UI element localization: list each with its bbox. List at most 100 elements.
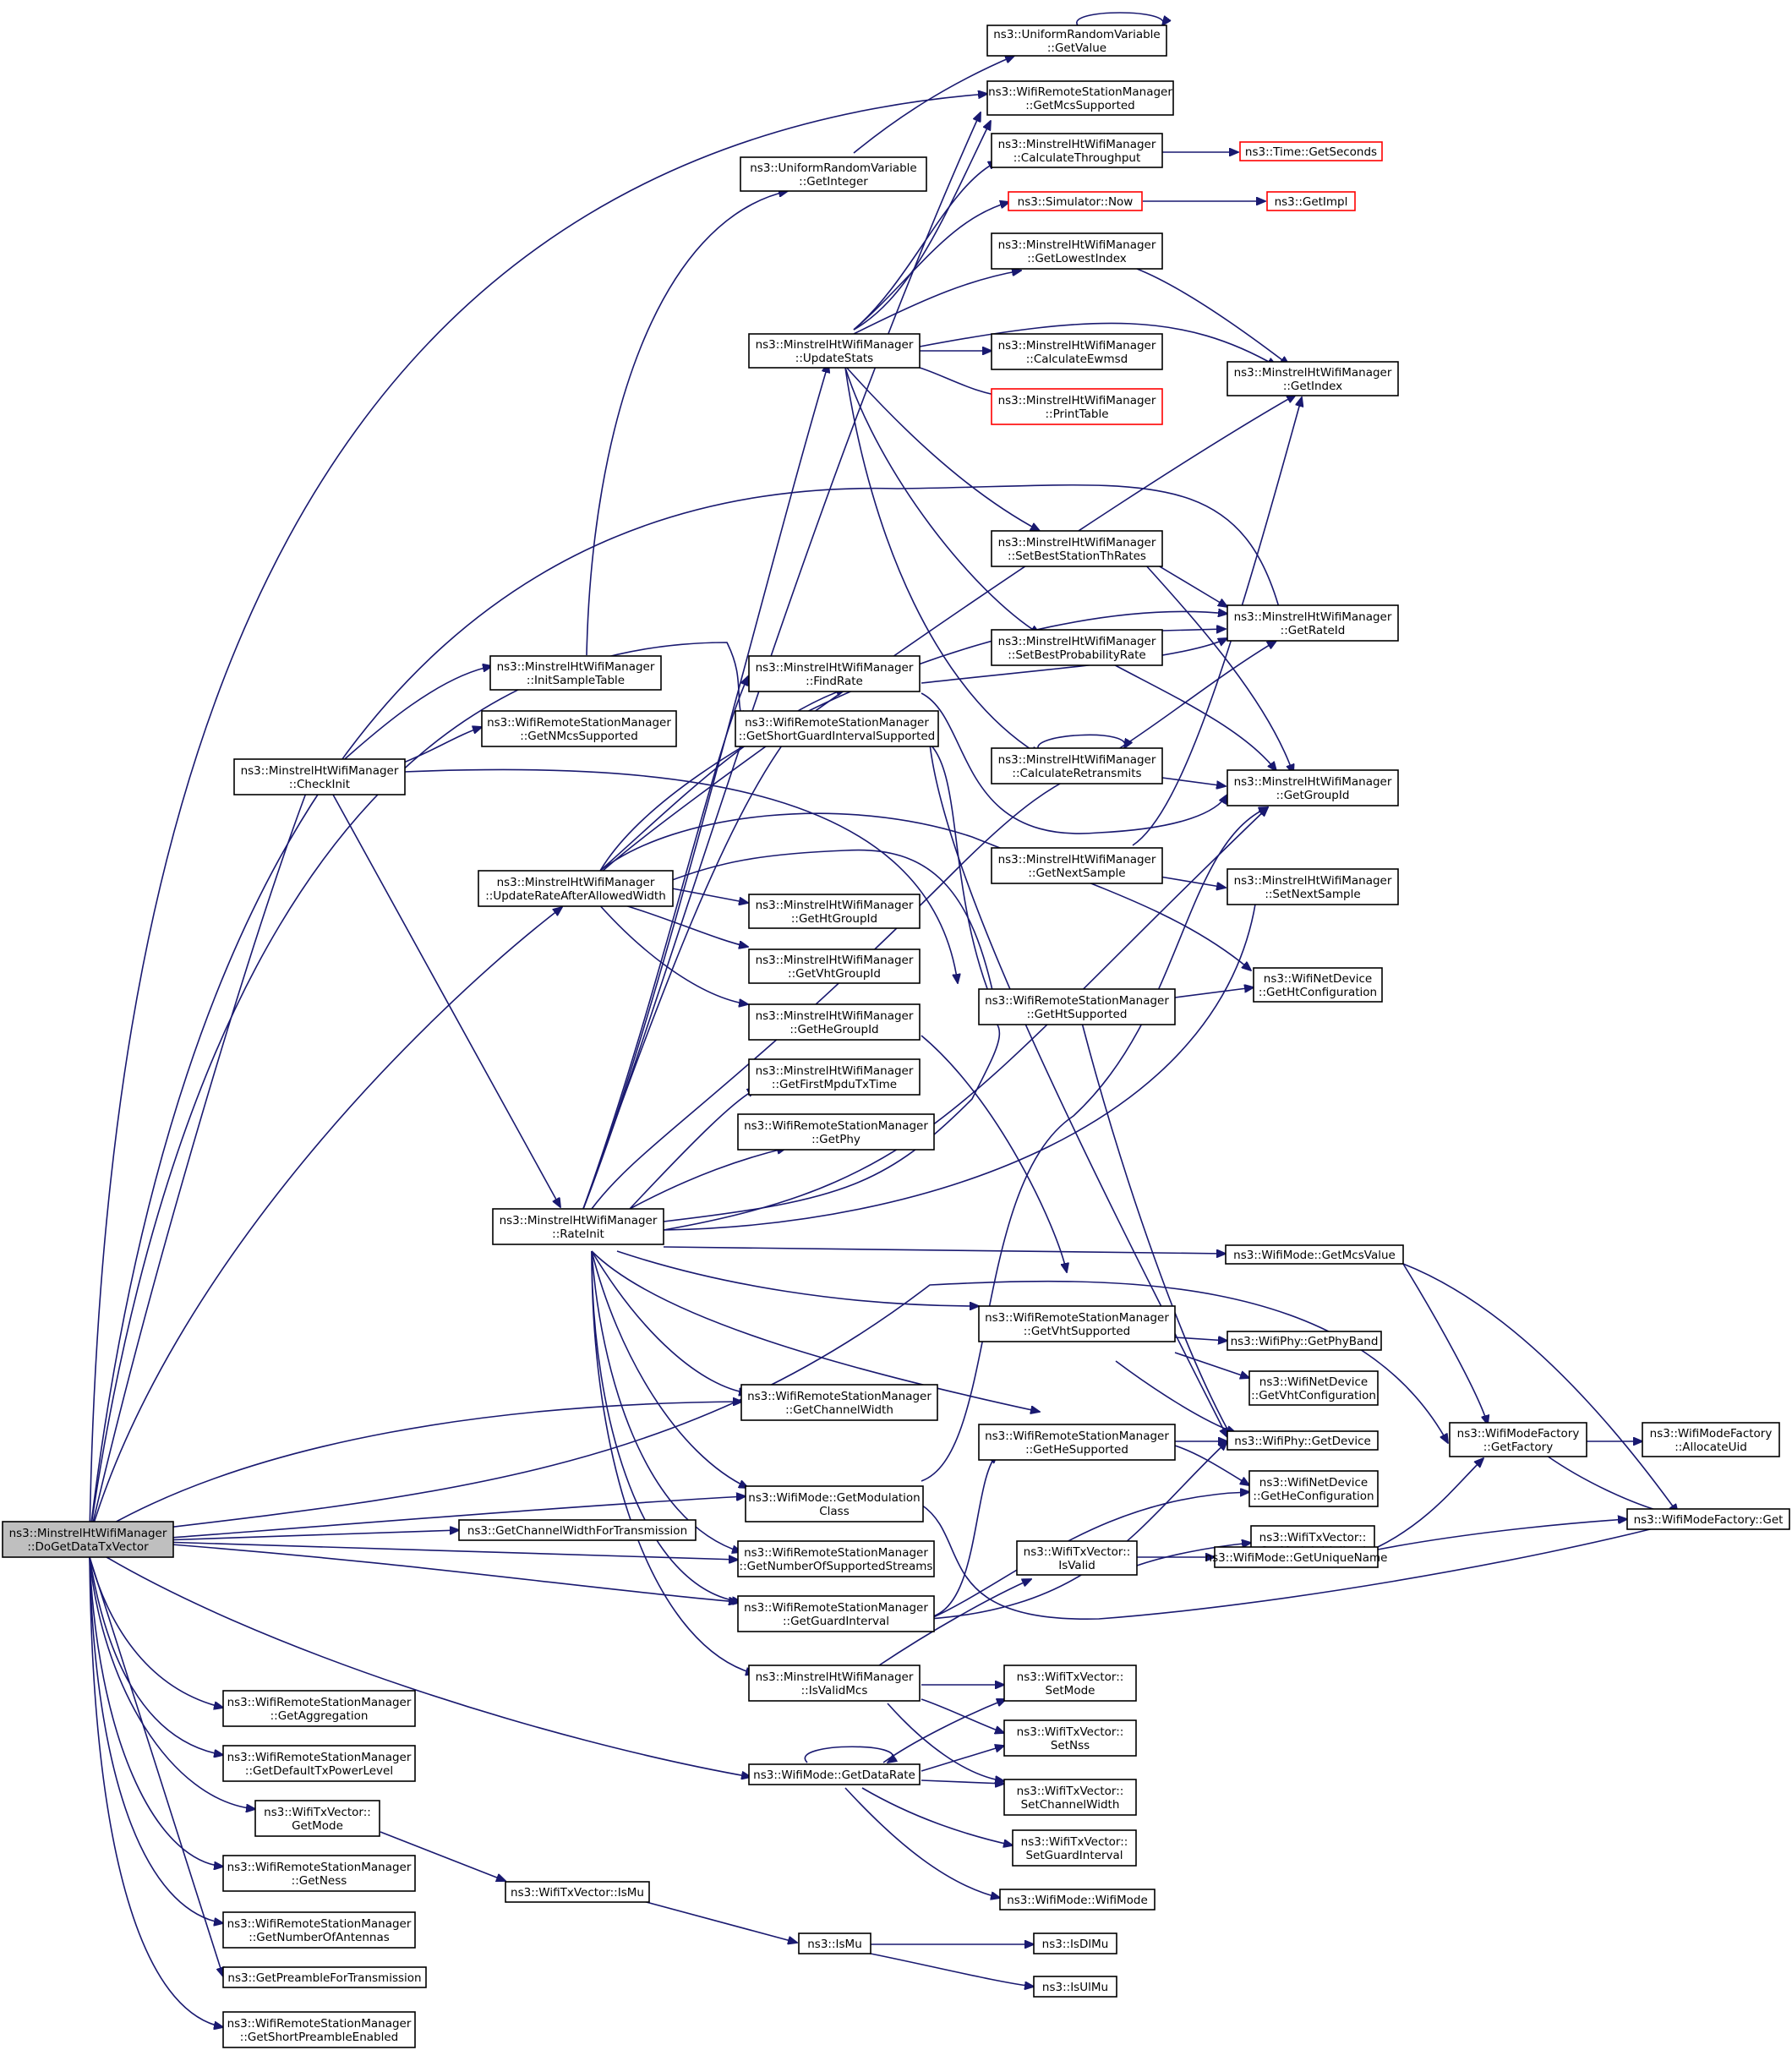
node-gethegroupid[interactable]: ns3::MinstrelHtWifiManager::GetHeGroupId	[748, 1003, 921, 1041]
node-getnumantennas[interactable]: ns3::WifiRemoteStationManager::GetNumber…	[222, 1911, 416, 1949]
node-getphyband[interactable]: ns3::WifiPhy::GetPhyBand	[1227, 1331, 1382, 1351]
node-box	[748, 894, 921, 929]
node-getvhtsupported[interactable]: ns3::WifiRemoteStationManager::GetVhtSup…	[978, 1305, 1176, 1342]
node-getcwfortx[interactable]: ns3::GetChannelWidthForTransmission	[458, 1519, 697, 1541]
node-isulmu[interactable]: ns3::IsUlMu	[1033, 1976, 1117, 1998]
node-getvhtgroupid[interactable]: ns3::MinstrelHtWifiManager::GetVhtGroupI…	[748, 948, 921, 984]
node-gethesupported[interactable]: ns3::WifiRemoteStationManager::GetHeSupp…	[978, 1424, 1176, 1461]
edge	[1174, 1445, 1249, 1485]
node-rateinit[interactable]: ns3::MinstrelHtWifiManager::RateInit	[492, 1208, 664, 1245]
node-setnextsample[interactable]: ns3::MinstrelHtWifiManager::SetNextSampl…	[1227, 868, 1399, 905]
edge	[89, 1402, 742, 1538]
node-box	[481, 710, 677, 747]
node-label: ::UpdateStats	[795, 352, 873, 365]
node-box	[1003, 1719, 1137, 1757]
node-box	[492, 1208, 664, 1245]
node-updaterateafter[interactable]: ns3::MinstrelHtWifiManager::UpdateRateAf…	[478, 870, 674, 907]
node-getlowestindex[interactable]: ns3::MinstrelHtWifiManager::GetLowestInd…	[991, 232, 1163, 270]
node-label: ::UpdateRateAfterAllowedWidth	[485, 889, 666, 903]
node-txv_setcw[interactable]: ns3::WifiTxVector::SetChannelWidth	[1003, 1779, 1137, 1816]
node-label: ns3::MinstrelHtWifiManager	[1234, 610, 1392, 624]
node-getgroupid[interactable]: ns3::MinstrelHtWifiManager::GetGroupId	[1227, 769, 1399, 806]
node-isdlmu[interactable]: ns3::IsDlMu	[1033, 1932, 1117, 1954]
edge	[586, 191, 788, 656]
node-urv_getinteger[interactable]: ns3::UniformRandomVariable::GetInteger	[740, 156, 927, 192]
node-urv_getvalue[interactable]: ns3::UniformRandomVariable::GetValue	[986, 25, 1167, 57]
node-time_getseconds[interactable]: ns3::Time::GetSeconds	[1239, 141, 1383, 161]
node-printtable[interactable]: ns3::MinstrelHtWifiManager::PrintTable	[991, 388, 1163, 425]
node-getnextsample[interactable]: ns3::MinstrelHtWifiManager::GetNextSampl…	[991, 847, 1163, 884]
node-label: ::GetHtSupported	[1027, 1008, 1128, 1021]
node-getsgisupported[interactable]: ns3::WifiRemoteStationManager::GetShortG…	[735, 710, 939, 747]
node-getmcssupported[interactable]: ns3::WifiRemoteStationManager::GetMcsSup…	[986, 80, 1174, 116]
node-label: ns3::WifiNetDevice	[1259, 1375, 1368, 1389]
node-calcewmsd[interactable]: ns3::MinstrelHtWifiManager::CalculateEwm…	[991, 333, 1163, 370]
edge	[921, 807, 1268, 1482]
node-getnmcssupported[interactable]: ns3::WifiRemoteStationManager::GetNMcsSu…	[481, 710, 677, 747]
node-wmf_get[interactable]: ns3::WifiModeFactory::Get	[1626, 1508, 1790, 1530]
node-label: ns3::MinstrelHtWifiManager	[756, 1064, 914, 1078]
node-getness[interactable]: ns3::WifiRemoteStationManager::GetNess	[222, 1855, 416, 1892]
edge	[1136, 268, 1289, 365]
node-calcretransmits[interactable]: ns3::MinstrelHtWifiManager::CalculateRet…	[991, 747, 1163, 784]
node-getchannelwidth[interactable]: ns3::WifiRemoteStationManager::GetChanne…	[740, 1384, 938, 1421]
node-nd_gethecfg[interactable]: ns3::WifiNetDevice::GetHeConfiguration	[1248, 1470, 1379, 1507]
node-checkinit[interactable]: ns3::MinstrelHtWifiManager::CheckInit	[233, 758, 406, 795]
node-label: ns3::MinstrelHtWifiManager	[497, 660, 655, 674]
node-gethtsupported[interactable]: ns3::WifiRemoteStationManager::GetHtSupp…	[978, 988, 1176, 1025]
node-setbestprob[interactable]: ns3::MinstrelHtWifiManager::SetBestProba…	[991, 629, 1163, 666]
node-getimpl[interactable]: ns3::GetImpl	[1266, 191, 1356, 211]
node-wifimode_ctor[interactable]: ns3::WifiMode::WifiMode	[999, 1889, 1156, 1911]
node-label: ns3::WifiRemoteStationManager	[227, 1917, 412, 1931]
node-getrateid[interactable]: ns3::MinstrelHtWifiManager::GetRateId	[1227, 604, 1399, 642]
node-simulator_now[interactable]: ns3::Simulator::Now	[1008, 191, 1143, 211]
node-setbeststationth[interactable]: ns3::MinstrelHtWifiManager::SetBestStati…	[991, 530, 1163, 567]
node-label: ns3::MinstrelHtWifiManager	[1234, 366, 1392, 380]
node-label: ::GetNumberOfAntennas	[249, 1931, 390, 1944]
node-label: ns3::WifiTxVector::	[1259, 1531, 1367, 1544]
node-label: ns3::GetChannelWidthForTransmission	[467, 1524, 687, 1538]
node-initsampletable[interactable]: ns3::MinstrelHtWifiManager::InitSampleTa…	[489, 655, 662, 691]
node-getfirstmpdu[interactable]: ns3::MinstrelHtWifiManager::GetFirstMpdu…	[748, 1058, 921, 1096]
node-wmf_getfactory[interactable]: ns3::WifiModeFactory::GetFactory	[1449, 1422, 1587, 1457]
node-txv_setgi[interactable]: ns3::WifiTxVector::SetGuardInterval	[1012, 1829, 1137, 1867]
node-box	[978, 1305, 1176, 1342]
node-txv_getmode[interactable]: ns3::WifiTxVector::GetMode	[254, 1800, 380, 1837]
node-getshortpreamble[interactable]: ns3::WifiRemoteStationManager::GetShortP…	[222, 2011, 416, 2048]
node-gethtgroupid[interactable]: ns3::MinstrelHtWifiManager::GetHtGroupId	[748, 894, 921, 929]
edge	[89, 1556, 223, 2027]
edge	[663, 1246, 1226, 1254]
node-getguardinterval[interactable]: ns3::WifiRemoteStationManager::GetGuardI…	[737, 1595, 935, 1632]
node-txv_setmode[interactable]: ns3::WifiTxVector::SetMode	[1003, 1665, 1137, 1702]
node-findrate[interactable]: ns3::MinstrelHtWifiManager::FindRate	[748, 655, 921, 692]
node-nd_getvhtconfig[interactable]: ns3::WifiNetDevice::GetVhtConfiguration	[1248, 1370, 1379, 1406]
node-getphy[interactable]: ns3::WifiRemoteStationManager::GetPhy	[737, 1113, 935, 1151]
node-getdatarate[interactable]: ns3::WifiMode::GetDataRate	[748, 1763, 921, 1785]
node-getmcsvalue[interactable]: ns3::WifiMode::GetMcsValue	[1225, 1244, 1404, 1265]
node-getpreamble[interactable]: ns3::GetPreambleForTransmission	[222, 1966, 427, 1988]
node-box	[991, 629, 1163, 666]
node-nd_gethtconfig[interactable]: ns3::WifiNetDevice::GetHtConfiguration	[1253, 967, 1383, 1003]
node-box	[740, 1384, 938, 1421]
node-txv_ismu[interactable]: ns3::WifiTxVector::IsMu	[505, 1881, 650, 1903]
node-getindex[interactable]: ns3::MinstrelHtWifiManager::GetIndex	[1227, 361, 1399, 396]
node-txv_setnss[interactable]: ns3::WifiTxVector::SetNss	[1003, 1719, 1137, 1757]
node-ismu[interactable]: ns3::IsMu	[798, 1932, 871, 1954]
edge	[89, 1556, 223, 1708]
node-label: ::GetHeGroupId	[789, 1023, 878, 1036]
node-wmf_allocateuid[interactable]: ns3::WifiModeFactory::AllocateUid	[1642, 1422, 1780, 1457]
node-box	[1227, 1331, 1382, 1351]
node-txv_isvalid[interactable]: ns3::WifiTxVector::IsValid	[1016, 1540, 1138, 1576]
node-getaggregation[interactable]: ns3::WifiRemoteStationManager::GetAggreg…	[222, 1690, 416, 1727]
node-getdeftxpower[interactable]: ns3::WifiRemoteStationManager::GetDefaul…	[222, 1745, 416, 1782]
node-phy_getdevice[interactable]: ns3::WifiPhy::GetDevice	[1227, 1430, 1379, 1451]
node-getnumstreams[interactable]: ns3::WifiRemoteStationManager::GetNumber…	[737, 1540, 935, 1577]
node-isvalidmcs[interactable]: ns3::MinstrelHtWifiManager::IsValidMcs	[748, 1665, 921, 1702]
edge	[332, 794, 560, 1207]
edge	[89, 1556, 255, 1809]
node-calcthroughput[interactable]: ns3::MinstrelHtWifiManager::CalculateThr…	[991, 133, 1163, 168]
node-getuniquename[interactable]: ns3::WifiMode::GetUniqueName	[1205, 1546, 1388, 1568]
node-root[interactable]: ns3::MinstrelHtWifiManager::DoGetDataTxV…	[2, 1521, 174, 1558]
node-updatestats[interactable]: ns3::MinstrelHtWifiManager::UpdateStats	[748, 333, 921, 369]
